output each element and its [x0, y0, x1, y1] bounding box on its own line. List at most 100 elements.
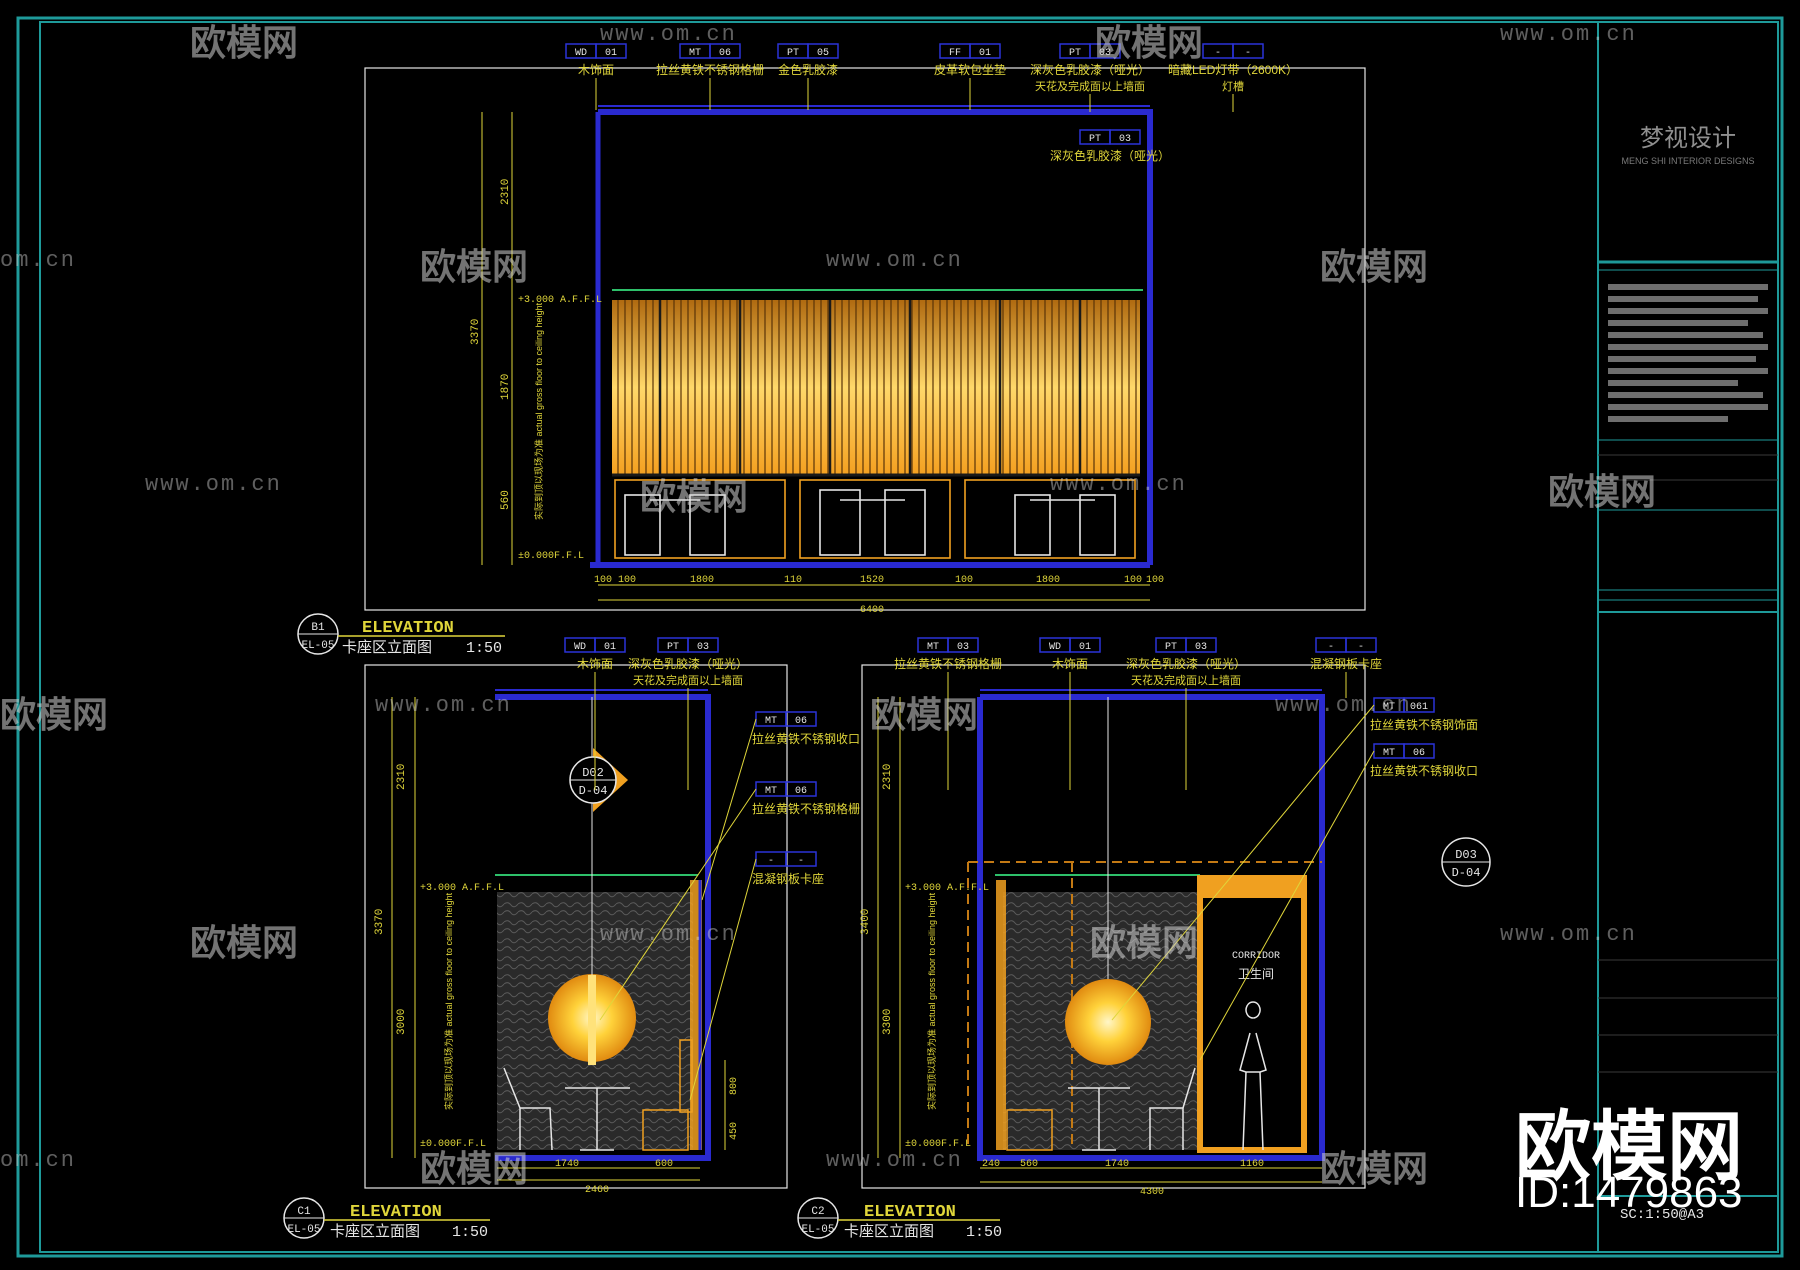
- svg-text:PT: PT: [1089, 134, 1101, 145]
- watermark-brand: 欧模网: [1548, 472, 1657, 513]
- b1-dim-h: 100: [1124, 575, 1142, 586]
- elevation-c2: CORRIDOR 卫生间 D03 D-04 2310 3400 3300 240…: [797, 637, 1491, 1241]
- tag-code: -: [1215, 48, 1221, 59]
- tag-label: 拉丝黄铁不锈钢格栅: [656, 62, 764, 77]
- tag-label: 皮革软包坐垫: [934, 62, 1006, 77]
- tag-num: 06: [795, 786, 807, 797]
- tag-num: -: [1358, 642, 1364, 653]
- tag-num: 01: [1079, 642, 1091, 653]
- svg-text:EL-05: EL-05: [801, 1224, 834, 1236]
- tag-code: -: [1328, 642, 1334, 653]
- tag-label: 混凝钢板卡座: [1310, 656, 1382, 671]
- tag-label: 深灰色乳胶漆（哑光）: [628, 656, 748, 671]
- c1-scale: 1:50: [452, 1224, 488, 1241]
- watermark-url: www.om.cn: [826, 1148, 963, 1173]
- c2-dim-v: 3300: [882, 1009, 894, 1035]
- watermark-url: www.om.cn: [1050, 472, 1187, 497]
- company-name-en: MENG SHI INTERIOR DESIGNS: [1621, 156, 1754, 166]
- tag-label: 拉丝黄铁不锈钢格栅: [894, 656, 1002, 671]
- c1-dim-v: 3000: [396, 1009, 408, 1035]
- watermark-brand: 欧模网: [870, 695, 979, 736]
- c2-tag: MT 03 拉丝黄铁不锈钢格栅: [894, 637, 1002, 790]
- outer-frame: [16, 16, 1784, 1258]
- tag-label: 深灰色乳胶漆（哑光）: [1126, 656, 1246, 671]
- tag-code: MT: [1383, 702, 1395, 713]
- b1-dim-v: 1870: [500, 374, 512, 400]
- inner-frame: [39, 21, 1779, 1253]
- c1-drawing-border: [364, 664, 788, 1189]
- b1-dim-h: 110: [784, 575, 802, 586]
- svg-text:C1: C1: [297, 1206, 311, 1218]
- tag-num: 06: [795, 716, 807, 727]
- c1-heading: ELEVATION: [350, 1203, 442, 1222]
- title-block: 梦视设计 MENG SHI INTERIOR DESIGNS SC:1:50: [1598, 125, 1778, 1223]
- b1-dim-h: 100: [618, 575, 636, 586]
- b1-dim-h: 1800: [1036, 575, 1060, 586]
- svg-text:EL-05: EL-05: [287, 1224, 320, 1236]
- watermark-url: www.om.cn: [826, 248, 963, 273]
- tag-note: 天花及完成面以上墙面: [1131, 673, 1241, 687]
- watermark-url: om.cn: [0, 1148, 77, 1173]
- watermark-url: www.om.cn: [375, 693, 512, 718]
- tag-num: 03: [957, 642, 969, 653]
- watermark-url: www.om.cn: [145, 472, 282, 497]
- c1-title-cn: 卡座区立面图: [330, 1223, 420, 1240]
- c1-wall-outline: [495, 694, 711, 1161]
- tag-label: 拉丝黄铁不锈钢收口: [1370, 763, 1478, 778]
- tag-code: MT: [765, 786, 777, 797]
- c1-side-tag: --混凝钢板卡座: [689, 851, 824, 1101]
- tag-label: 金色乳胶漆: [778, 62, 838, 77]
- tag-code: MT: [927, 642, 939, 653]
- tag-label: 深灰色乳胶漆（哑光）: [1030, 62, 1150, 77]
- tag-note: 灯槽: [1222, 80, 1244, 93]
- b1-dim-h: 1800: [690, 575, 714, 586]
- svg-text:B1: B1: [311, 622, 325, 634]
- c2-vertical-note: 实际到顶以现场为准 actual gross floor to ceiling …: [926, 892, 937, 1110]
- watermark-url: www.om.cn: [1500, 22, 1637, 47]
- c2-dim-total: 4300: [1140, 1187, 1164, 1198]
- watermark-brand: 欧模网: [1090, 923, 1199, 964]
- titleblock-notes: [1608, 284, 1768, 422]
- tag-label: 拉丝黄铁不锈钢格栅: [752, 801, 860, 816]
- tag-num: -: [798, 856, 804, 867]
- c2-title: C2 EL-05 ELEVATION 卡座区立面图 1:50: [797, 1197, 1002, 1241]
- b1-title: B1 EL-05 ELEVATION 卡座区立面图 1:50: [297, 613, 505, 657]
- c1-dim-h: 1740: [555, 1159, 579, 1170]
- c2-tag: - - 混凝钢板卡座: [1310, 637, 1382, 698]
- c1-title: C1 EL-05 ELEVATION 卡座区立面图 1:50: [283, 1197, 490, 1241]
- watermark-id: ID:1479863: [1515, 1168, 1743, 1217]
- tag-code: -: [768, 856, 774, 867]
- tag-label: 拉丝黄铁不锈钢饰面: [1370, 717, 1478, 732]
- watermark-brand: 欧模网: [640, 477, 749, 518]
- c1-level-top: +3.000 A.F.F.L: [420, 883, 504, 894]
- elevation-c1: D02 D-04 2310 3370 3000 800 450 1740 600…: [283, 637, 860, 1241]
- b1-extra-tag-label: 深灰色乳胶漆（哑光）: [1050, 148, 1170, 163]
- c1-dim-v: 2310: [396, 764, 408, 790]
- tag-note: 天花及完成面以上墙面: [633, 673, 743, 687]
- c1-dim-total: 2460: [585, 1185, 609, 1196]
- b1-slat-wall: [612, 300, 1140, 475]
- svg-text:D-04: D-04: [579, 784, 608, 798]
- b1-level-floor: ±0.000F.F.L: [518, 551, 584, 562]
- svg-text:D02: D02: [582, 766, 604, 780]
- c2-furniture: [1006, 1001, 1267, 1151]
- c2-heading: ELEVATION: [864, 1203, 956, 1222]
- c2-dim-h: 560: [1020, 1159, 1038, 1170]
- b1-slat-lines: [617, 300, 1137, 475]
- tag-code: PT: [1069, 48, 1081, 59]
- b1-drawing-border: [364, 67, 1366, 611]
- tag-num: 061: [1410, 702, 1428, 713]
- c2-level-floor: ±0.000F.F.L: [905, 1139, 971, 1150]
- c2-title-cn: 卡座区立面图: [844, 1223, 934, 1240]
